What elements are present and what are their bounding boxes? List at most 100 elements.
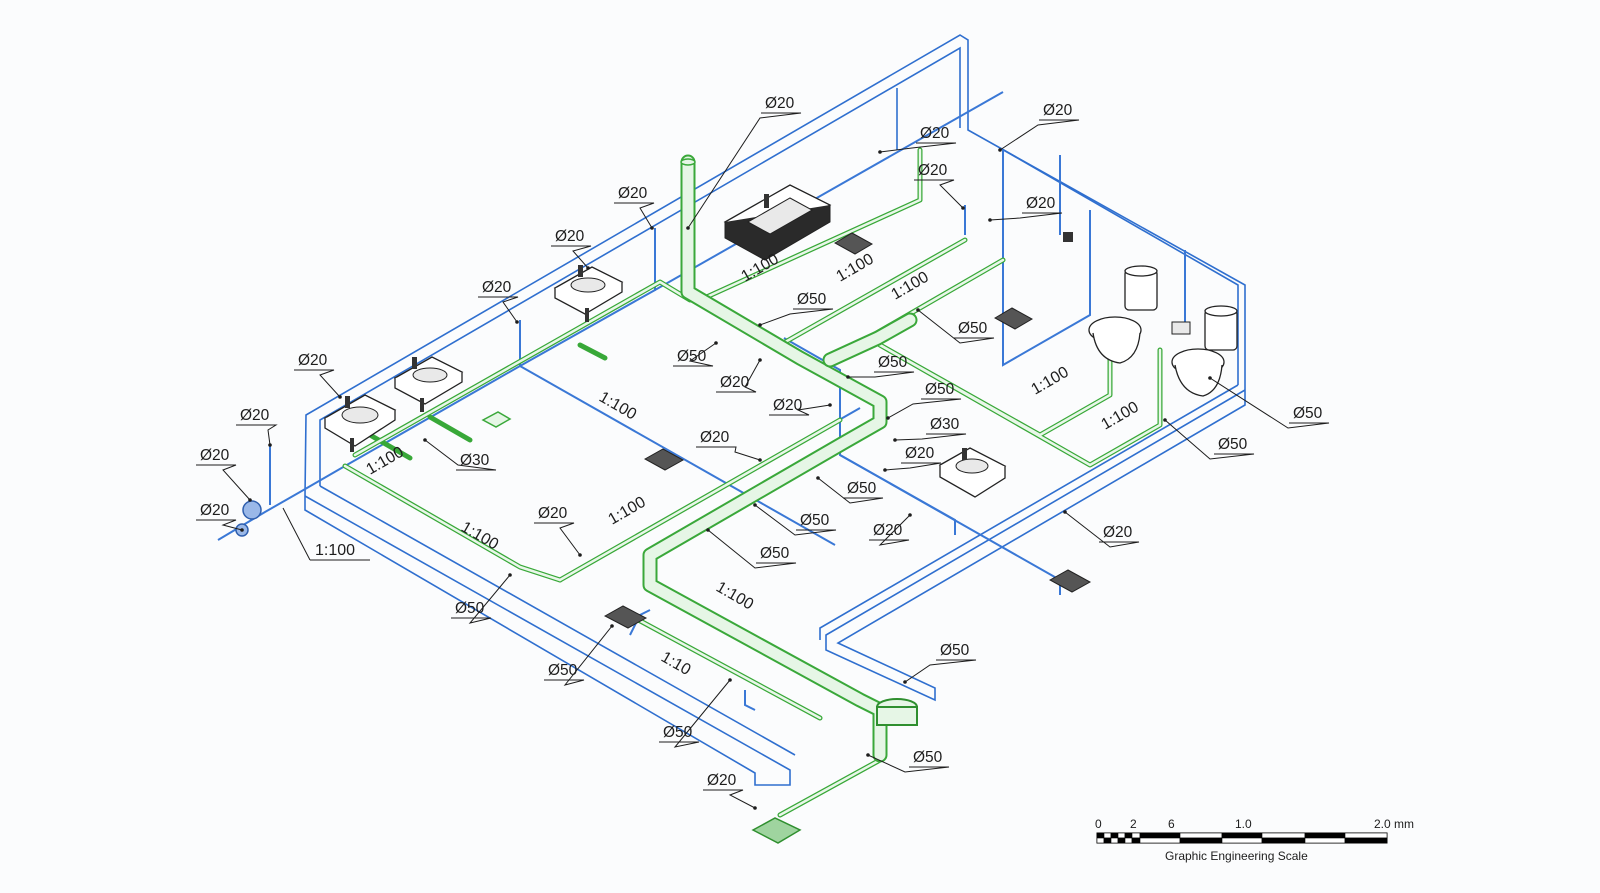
label-leader bbox=[904, 659, 977, 683]
leader-tip bbox=[866, 753, 870, 757]
pipe-diameter-label: Ø50 bbox=[548, 662, 578, 679]
label-leader bbox=[294, 369, 341, 398]
floor-drain-6 bbox=[751, 817, 802, 844]
leader-tip bbox=[916, 308, 920, 312]
label-leader bbox=[754, 504, 837, 536]
leader-tip bbox=[758, 358, 762, 362]
pipe-diameter-label: Ø50 bbox=[663, 724, 693, 741]
pipe-diameter-label: Ø50 bbox=[913, 749, 943, 766]
floor-drain-5 bbox=[1048, 569, 1092, 593]
label-leader bbox=[687, 112, 802, 229]
wall-tap bbox=[1063, 232, 1073, 242]
toilet-2 bbox=[1171, 305, 1238, 397]
leader-tip bbox=[903, 680, 907, 684]
label-leader bbox=[817, 477, 884, 504]
leader-tip bbox=[753, 503, 757, 507]
label-leader bbox=[1064, 511, 1140, 548]
label-leader bbox=[759, 308, 834, 326]
scale-segment bbox=[1261, 832, 1306, 839]
pipe-diameter-label: Ø50 bbox=[800, 512, 830, 529]
leader-tip bbox=[686, 226, 690, 230]
leader-tip bbox=[240, 528, 244, 532]
scale-segment bbox=[1304, 832, 1346, 839]
leader-tip bbox=[248, 498, 252, 502]
leader-tip bbox=[268, 443, 272, 447]
pipe-diameter-label: Ø20 bbox=[765, 95, 795, 112]
scale-segment bbox=[1261, 837, 1306, 844]
leader-tip bbox=[886, 416, 890, 420]
pipe-diameter-label: Ø50 bbox=[760, 545, 790, 562]
label-leader bbox=[769, 404, 831, 416]
floor-drain-2 bbox=[993, 307, 1034, 330]
pipe-diameter-label: Ø20 bbox=[482, 279, 512, 296]
leader-tip bbox=[706, 528, 710, 532]
label-leader bbox=[869, 514, 911, 546]
pipe-diameter-label: Ø20 bbox=[707, 772, 737, 789]
scale-segment bbox=[1304, 837, 1346, 844]
label-leader bbox=[673, 342, 717, 367]
scale-tick-0: 0 bbox=[1095, 817, 1102, 831]
leader-tip bbox=[908, 513, 912, 517]
floor-drain-3 bbox=[643, 448, 685, 471]
pipe-diameter-label: Ø20 bbox=[298, 352, 328, 369]
leader-tip bbox=[988, 218, 992, 222]
pipe-diameter-label: Ø50 bbox=[925, 381, 955, 398]
label-leader bbox=[884, 462, 942, 471]
label-leader bbox=[917, 309, 995, 344]
toilet-1 bbox=[1088, 265, 1158, 364]
label-leader bbox=[914, 179, 964, 209]
pipe-diameter-label: Ø20 bbox=[905, 445, 935, 462]
leader-tip bbox=[1163, 418, 1167, 422]
pipe-diameter-label: Ø50 bbox=[1293, 405, 1323, 422]
label-leader bbox=[887, 398, 962, 419]
label-leader bbox=[999, 119, 1080, 151]
label-leader bbox=[196, 464, 251, 501]
label-leader bbox=[451, 574, 511, 624]
pipe-diameter-label: Ø30 bbox=[930, 416, 960, 433]
slope-label: 1:100 bbox=[1099, 399, 1142, 434]
scale-segment bbox=[1096, 837, 1105, 844]
scale-segment bbox=[1131, 832, 1141, 839]
pipe-diameter-label: Ø20 bbox=[618, 185, 648, 202]
scale-segment bbox=[1110, 837, 1119, 844]
leader-tip bbox=[423, 438, 427, 442]
label-leader bbox=[1164, 419, 1255, 460]
pipe-diameter-label: Ø50 bbox=[797, 291, 827, 308]
label-leader bbox=[989, 212, 1063, 221]
slope-label: 1:100 bbox=[596, 389, 639, 424]
leader-tip bbox=[728, 678, 732, 682]
leader-tip bbox=[338, 395, 342, 399]
label-leader bbox=[696, 446, 761, 461]
pipe-diameter-label: Ø50 bbox=[1218, 436, 1248, 453]
label-leader bbox=[478, 296, 519, 323]
pipe-diameter-label: Ø50 bbox=[677, 348, 707, 365]
label-leader bbox=[236, 424, 278, 446]
slope-label: 1:100 bbox=[1029, 364, 1072, 399]
pipe-diameter-label: Ø20 bbox=[773, 397, 803, 414]
leader-tip bbox=[508, 573, 512, 577]
pipe-diameter-label: Ø50 bbox=[847, 480, 877, 497]
main-drain-stack bbox=[642, 154, 918, 763]
pipe-diameter-label: Ø20 bbox=[918, 162, 948, 179]
gate-valve bbox=[235, 500, 262, 537]
label-leader bbox=[424, 439, 497, 471]
scale-segment bbox=[1124, 832, 1133, 839]
scale-segment bbox=[1221, 837, 1263, 844]
washbasin-3 bbox=[553, 265, 624, 322]
scale-segment bbox=[1103, 837, 1112, 844]
label-leader bbox=[614, 202, 655, 229]
leader-tip bbox=[883, 468, 887, 472]
scale-tick-4: 2.0 mm bbox=[1374, 817, 1414, 831]
pipe-diameter-label: Ø20 bbox=[200, 502, 230, 519]
scale-segment bbox=[1103, 832, 1112, 839]
floor-drain-4 bbox=[603, 605, 648, 629]
pipe-diameter-label: Ø50 bbox=[958, 320, 988, 337]
scale-segment bbox=[1124, 837, 1133, 844]
label-leader bbox=[716, 359, 761, 393]
leader-tip bbox=[650, 226, 654, 230]
label-leader bbox=[894, 433, 967, 441]
pipe-diameter-label: Ø30 bbox=[460, 452, 490, 469]
label-leader bbox=[544, 625, 613, 686]
scale-segment bbox=[1179, 837, 1223, 844]
